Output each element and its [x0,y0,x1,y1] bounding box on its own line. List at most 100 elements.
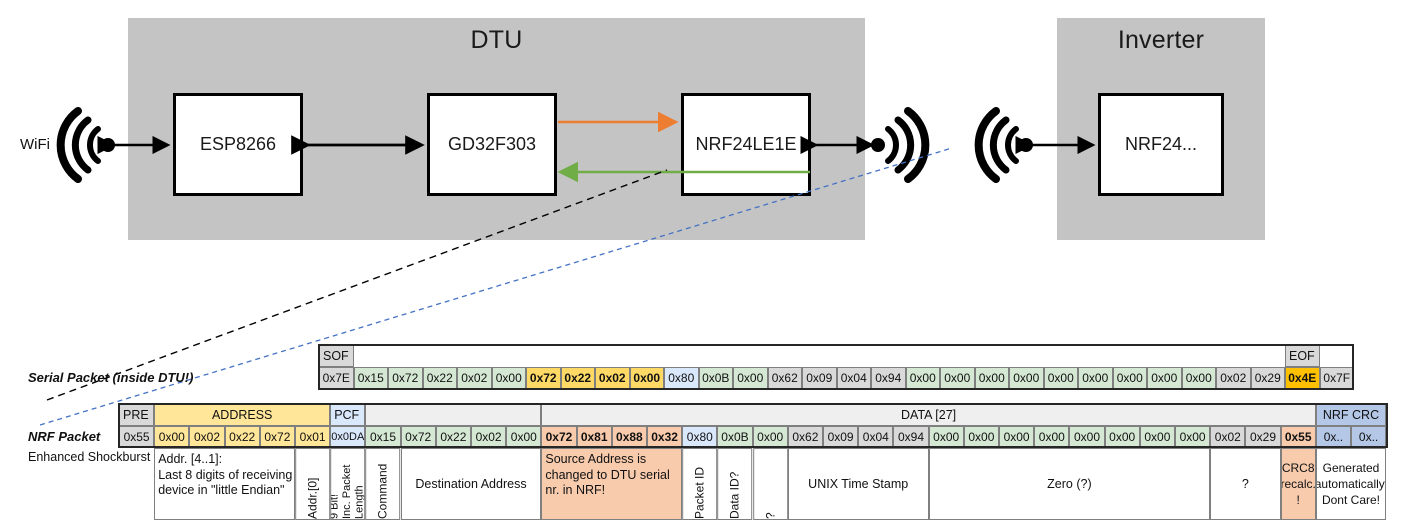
nrf-byte-cell: 0x00 [999,426,1035,448]
nrf-byte-cell: 0x00 [1069,426,1105,448]
nrf24-chip[interactable]: NRF24... [1098,93,1224,196]
command-desc: Command [365,448,401,520]
nrf-byte-cell: 0x72 [259,426,295,448]
nrf-byte-cell: 0x15 [365,426,401,448]
nrf24le1e-chip[interactable]: NRF24LE1E [681,93,811,196]
wifi-antenna-icon [56,107,115,183]
nrf-byte-cell: 0x01 [295,426,331,448]
serial-byte-cell: 0x7E [319,367,354,389]
desc-line: ! [1296,492,1300,507]
unix-time-stamp-desc: UNIX Time Stamp [787,448,929,520]
dtu-rf-antenna-icon [871,107,930,183]
desc-line: CRC8 [1281,460,1315,475]
nrf-byte-cell: 0x29 [1245,426,1281,448]
nrf-byte-cell: 0x80 [682,426,718,448]
nrf-byte-cell: 0x00 [1104,426,1140,448]
serial-byte-cell: 0x00 [1147,367,1182,389]
packet-id-desc: Packet ID [682,448,718,520]
serial-byte-cell: 0x00 [1009,367,1044,389]
enhanced-shockburst-label: Enhanced Shockburst [28,450,151,464]
serial-byte-cell: 0x7F [1319,367,1354,389]
wifi-label: WiFi [20,136,50,153]
inverter-enclosure: Inverter [1057,18,1265,240]
desc-line: Dont Care! [1321,492,1380,507]
nrf-byte-cell: 0x.. [1315,426,1351,448]
esp-chip[interactable]: ESP8266 [173,93,303,196]
nrf-byte-cell: 0x55 [1280,426,1316,448]
gd32-chip[interactable]: GD32F303 [427,93,557,196]
serial-byte-cell: 0x0B [698,367,733,389]
nrf-byte-cell: 0x09 [823,426,859,448]
serial-byte-cell: 0x00 [1078,367,1113,389]
serial-byte-cell: 0x00 [974,367,1009,389]
inverter-rf-antenna-icon [974,107,1033,183]
serial-header-cell [354,345,1286,367]
inverter-title: Inverter [1117,26,1205,54]
data-id-desc: Data ID? [717,448,753,520]
nrf-header-cell [365,404,542,426]
nrf-byte-cell: 0x94 [893,426,929,448]
nrf-header-cell: DATA [27] [541,404,1316,426]
serial-header-cell: SOF [319,345,354,367]
nrf-byte-cell: 0x00 [1175,426,1211,448]
serial-byte-cell: 0x62 [767,367,802,389]
serial-byte-cell: 0x15 [353,367,388,389]
nrf-byte-cell: 0x.. [1351,426,1387,448]
nrf-byte-cell: 0x55 [119,426,155,448]
source-address-desc: Source Address is changed to DTU serial … [541,448,683,520]
nrf-byte-cell: 0x00 [154,426,190,448]
serial-byte-cell: 0x00 [733,367,768,389]
serial-byte-cell: 0x04 [836,367,871,389]
nrf-byte-cell: 0x72 [541,426,577,448]
nrf24le1e-chip-label: NRF24LE1E [695,134,797,154]
zero-desc: Zero (?) [928,448,1211,520]
nrf-packet-label: NRF Packet [28,429,101,444]
serial-byte-cell: 0x02 [1216,367,1251,389]
serial-byte-cell: 0x94 [871,367,906,389]
nrf-byte-cell: 0x72 [400,426,436,448]
nrf-byte-cell: 0x00 [1034,426,1070,448]
serial-packet-label: Serial Packet (inside DTU!) [28,370,194,385]
serial-byte-cell: 0x00 [1112,367,1147,389]
serial-byte-cell: 0x00 [1181,367,1216,389]
nrf-byte-cell: 0x0DA [330,426,366,448]
nrf-header-cell: NRF CRC [1315,404,1387,426]
nrf-byte-cell: 0x00 [963,426,999,448]
nrf-byte-cell: 0x02 [189,426,225,448]
nrf-byte-cell: 0x04 [858,426,894,448]
serial-byte-cell: 0x00 [940,367,975,389]
addr-0-desc: Addr.[0] [295,448,331,520]
serial-byte-cell: 0x80 [664,367,699,389]
nrf-byte-cell: 0x02 [1210,426,1246,448]
destination-address-desc: Destination Address [400,448,542,520]
nrf-byte-cell: 0x22 [435,426,471,448]
nrf-byte-cell: 0x22 [224,426,260,448]
unknown-byte-desc: ? [752,448,788,520]
esp-chip-label: ESP8266 [199,134,277,154]
nrf-header-cell: PCF [330,404,366,426]
nrf-header-cell: PRE [119,404,155,426]
serial-header-cell: EOF [1285,345,1320,367]
nrf-byte-cell: 0x02 [471,426,507,448]
serial-byte-cell: 0x22 [422,367,457,389]
serial-byte-cell: 0x00 [1043,367,1078,389]
nrf-byte-cell: 0x88 [611,426,647,448]
nrf-byte-cell: 0x00 [1139,426,1175,448]
nrf-header-cell: ADDRESS [154,404,331,426]
nrf-byte-cell: 0x81 [576,426,612,448]
serial-byte-cell: 0x00 [491,367,526,389]
nrf-byte-cell: 0x0B [717,426,753,448]
dtu-title: DTU [470,26,523,54]
nrf-byte-cell: 0x00 [928,426,964,448]
nrf-byte-cell: 0x00 [752,426,788,448]
unknown-tail-desc: ? [1210,448,1281,520]
serial-byte-cell: 0x29 [1250,367,1285,389]
serial-byte-cell: 0x02 [595,367,630,389]
nrf-byte-cell: 0x32 [647,426,683,448]
gd32-chip-label: GD32F303 [447,134,537,154]
